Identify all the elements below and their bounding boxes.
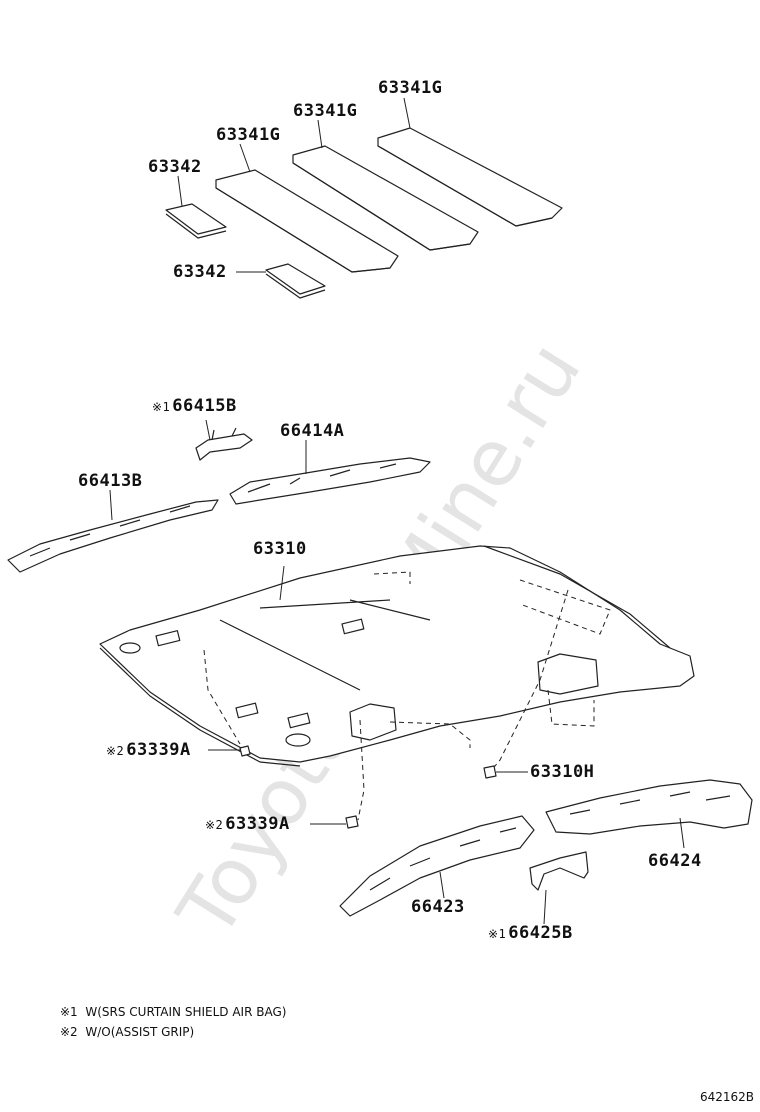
label-66414a: 66414A (280, 421, 345, 441)
footnote-2-mark: ※2 (60, 1025, 78, 1039)
label-63310h: 63310H (530, 762, 595, 782)
note-mark-2b: ※2 (205, 818, 224, 832)
note-mark-1b: ※1 (488, 927, 507, 941)
headliner-63310 (99, 545, 695, 767)
label-63341g-right: 63341G (378, 78, 443, 98)
bracket-66424 (545, 779, 753, 849)
label-63341g-middle: 63341G (293, 101, 358, 121)
clip-63339a-lower (310, 815, 359, 829)
footnote-2-text: W/O(ASSIST GRIP) (85, 1025, 195, 1039)
label-63339a-upper-number: 63339A (126, 740, 191, 760)
label-66415b-number: 66415B (172, 396, 237, 416)
bracket-66414a (229, 440, 431, 505)
pad-leaders (177, 97, 411, 273)
footnote-1-mark: ※1 (60, 1005, 78, 1019)
label-63342-lower: 63342 (173, 262, 227, 282)
label-63339a-lower-number: 63339A (225, 814, 290, 834)
label-66413b: 66413B (78, 471, 143, 491)
pad-63341g-middle (292, 145, 479, 251)
clip-63310h (483, 765, 528, 779)
label-63342-upper: 63342 (148, 157, 202, 177)
bracket-66415b (195, 419, 253, 461)
label-66425b-number: 66425B (508, 923, 573, 943)
clip-63339a-upper (208, 745, 251, 757)
note-mark-2: ※2 (106, 744, 125, 758)
label-66423: 66423 (411, 897, 465, 917)
pad-63341g-left (215, 169, 399, 273)
bracket-66413b (7, 489, 219, 573)
label-66424: 66424 (648, 851, 702, 871)
bracket-66425b (529, 851, 589, 925)
pad-63341g-right (377, 127, 563, 227)
footnote-1-text: W(SRS CURTAIN SHIELD AIR BAG) (85, 1005, 287, 1019)
label-63341g-left: 63341G (216, 125, 281, 145)
footnote-2: ※2 W/O(ASSIST GRIP) (60, 1026, 194, 1038)
bracket-66423 (339, 815, 535, 917)
figure-code: 642162B (699, 1090, 754, 1104)
footnote-1: ※1 W(SRS CURTAIN SHIELD AIR BAG) (60, 1006, 286, 1018)
reference-lines (203, 571, 611, 821)
pad-63342-lower (265, 263, 326, 299)
note-mark-1: ※1 (152, 400, 171, 414)
label-63310: 63310 (253, 539, 307, 559)
pad-63342-upper (165, 203, 227, 239)
